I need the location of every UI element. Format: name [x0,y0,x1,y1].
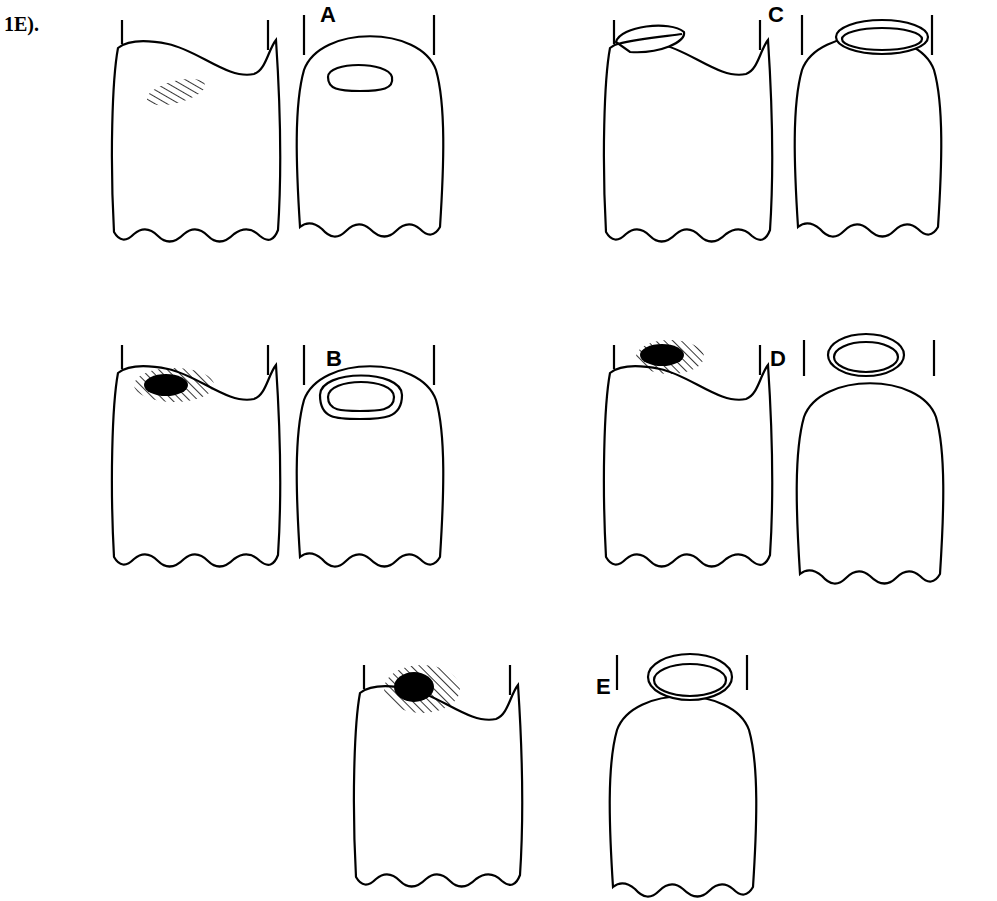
panel-letter: D [770,348,786,370]
panel-letter: E [596,676,611,698]
tooth-side [112,20,280,242]
panel-letter: C [768,4,784,26]
tooth-front [795,15,942,237]
panel-letter: A [320,4,336,26]
tooth-front [797,334,944,584]
tooth-side [604,20,772,242]
panel-letter: B [326,348,342,370]
figure-reference: 1E). [4,14,39,34]
tooth-front [610,654,757,897]
tooth-front [297,15,444,237]
tooth-side [604,340,772,567]
tooth-side [112,345,280,567]
tooth-front [297,345,444,567]
tooth-side [354,665,522,887]
